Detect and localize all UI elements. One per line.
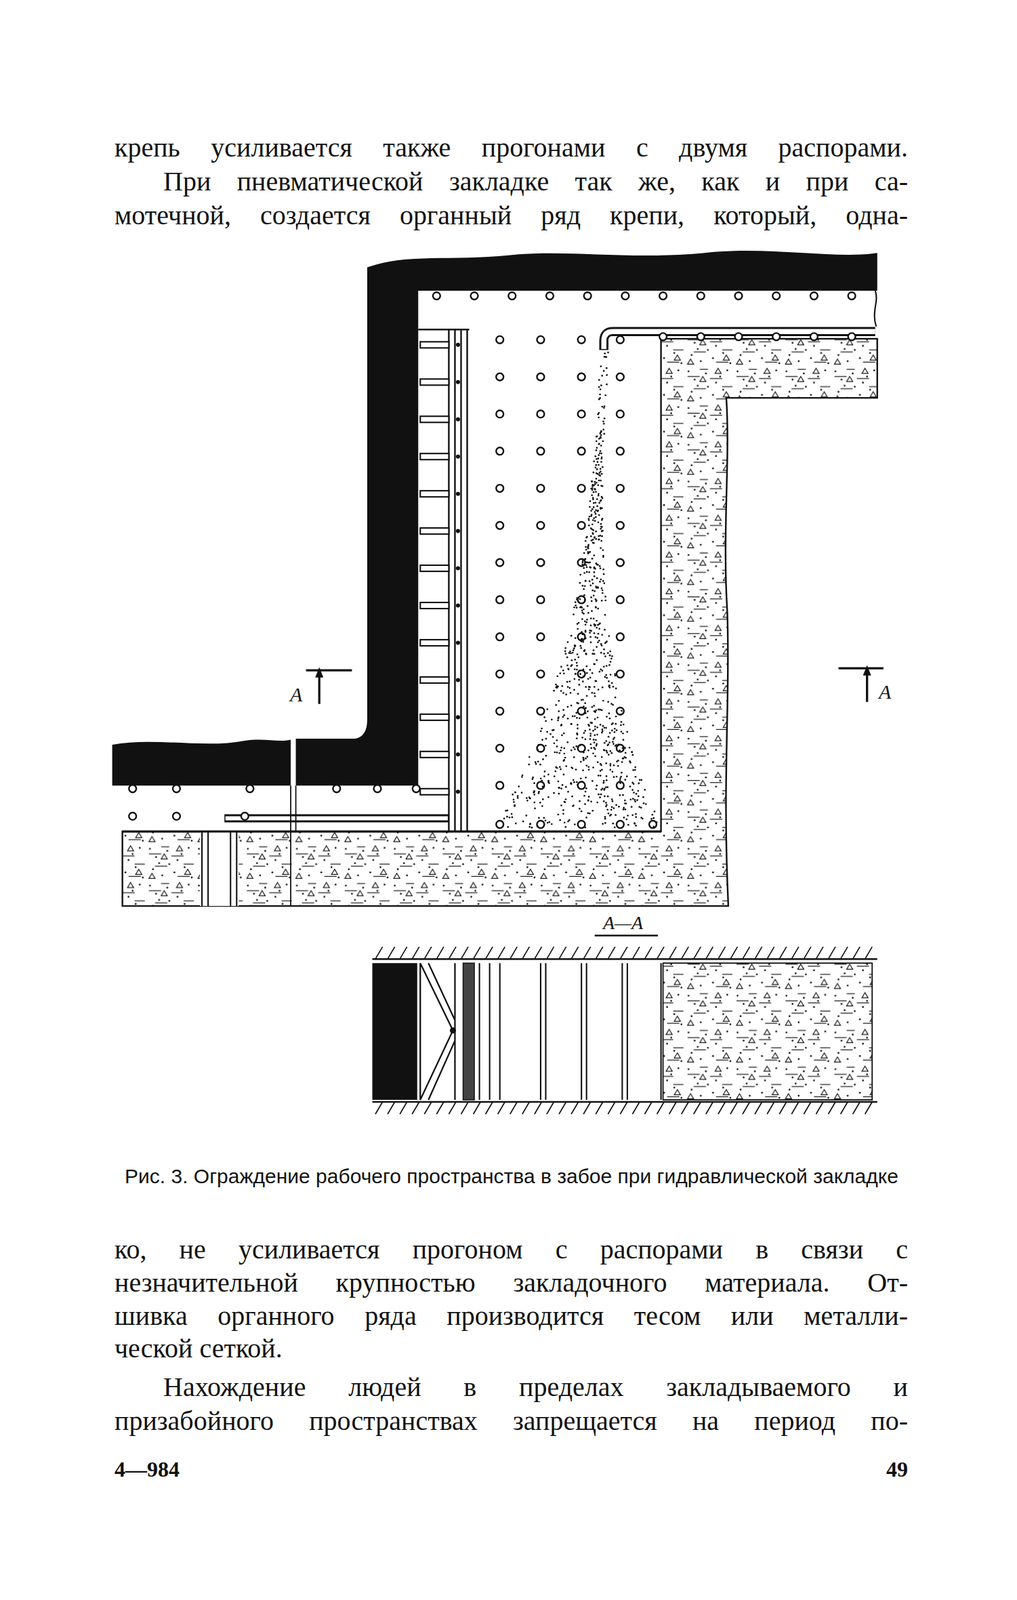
section-label: А—А (603, 911, 658, 935)
page-footer: 49 (840, 1456, 908, 1482)
body-text-line: При пневматической закладке так же, как … (163, 165, 908, 198)
text: мотечной, создается органный ряд крепи, … (114, 199, 908, 232)
text: А—А (603, 911, 643, 935)
body-text-line: мотечной, создается органный ряд крепи, … (114, 199, 908, 232)
text: шивка органного ряда производится тесом … (114, 1299, 908, 1333)
text: Нахождение людей в пределах закладываемо… (163, 1370, 908, 1404)
figure-caption: Рис. 3. Ограждение рабочего пространства… (118, 1162, 905, 1190)
backfill (122, 338, 878, 906)
page-footer: 4—984 (114, 1456, 251, 1482)
body-text-line: крепь усиливается также прогонами с двум… (114, 131, 908, 164)
text: призабойного пространствах запрещается н… (114, 1404, 908, 1438)
text: ко, не усиливается прогоном с распорами … (114, 1233, 908, 1266)
rock-mass (112, 739, 291, 786)
body-text-line: ко, не усиливается прогоном с распорами … (114, 1233, 908, 1266)
body-text-line: призабойного пространствах запрещается н… (114, 1404, 908, 1438)
text: 49 (886, 1456, 908, 1482)
body-text-line: Нахождение людей в пределах закладываемо… (163, 1370, 908, 1404)
text: А (878, 679, 891, 704)
body-text-line: незначительной крупностью закладочного м… (114, 1266, 908, 1299)
section-label: А (878, 679, 900, 704)
text: крепь усиливается также прогонами с двум… (114, 131, 908, 164)
section-label: А (289, 682, 311, 707)
body-text-line: ческой сеткой. (114, 1332, 522, 1365)
body-text-line: шивка органного ряда производится тесом … (114, 1299, 908, 1333)
rock-mass (296, 250, 878, 786)
figure (112, 250, 884, 1114)
text: А (289, 682, 303, 707)
text: 4—984 (114, 1456, 180, 1482)
text: ческой сеткой. (114, 1332, 283, 1365)
text: При пневматической закладке так же, как … (163, 165, 908, 198)
text: незначительной крупностью закладочного м… (114, 1266, 908, 1299)
caption-text: Рис. 3. Ограждение рабочего пространства… (124, 1164, 899, 1188)
